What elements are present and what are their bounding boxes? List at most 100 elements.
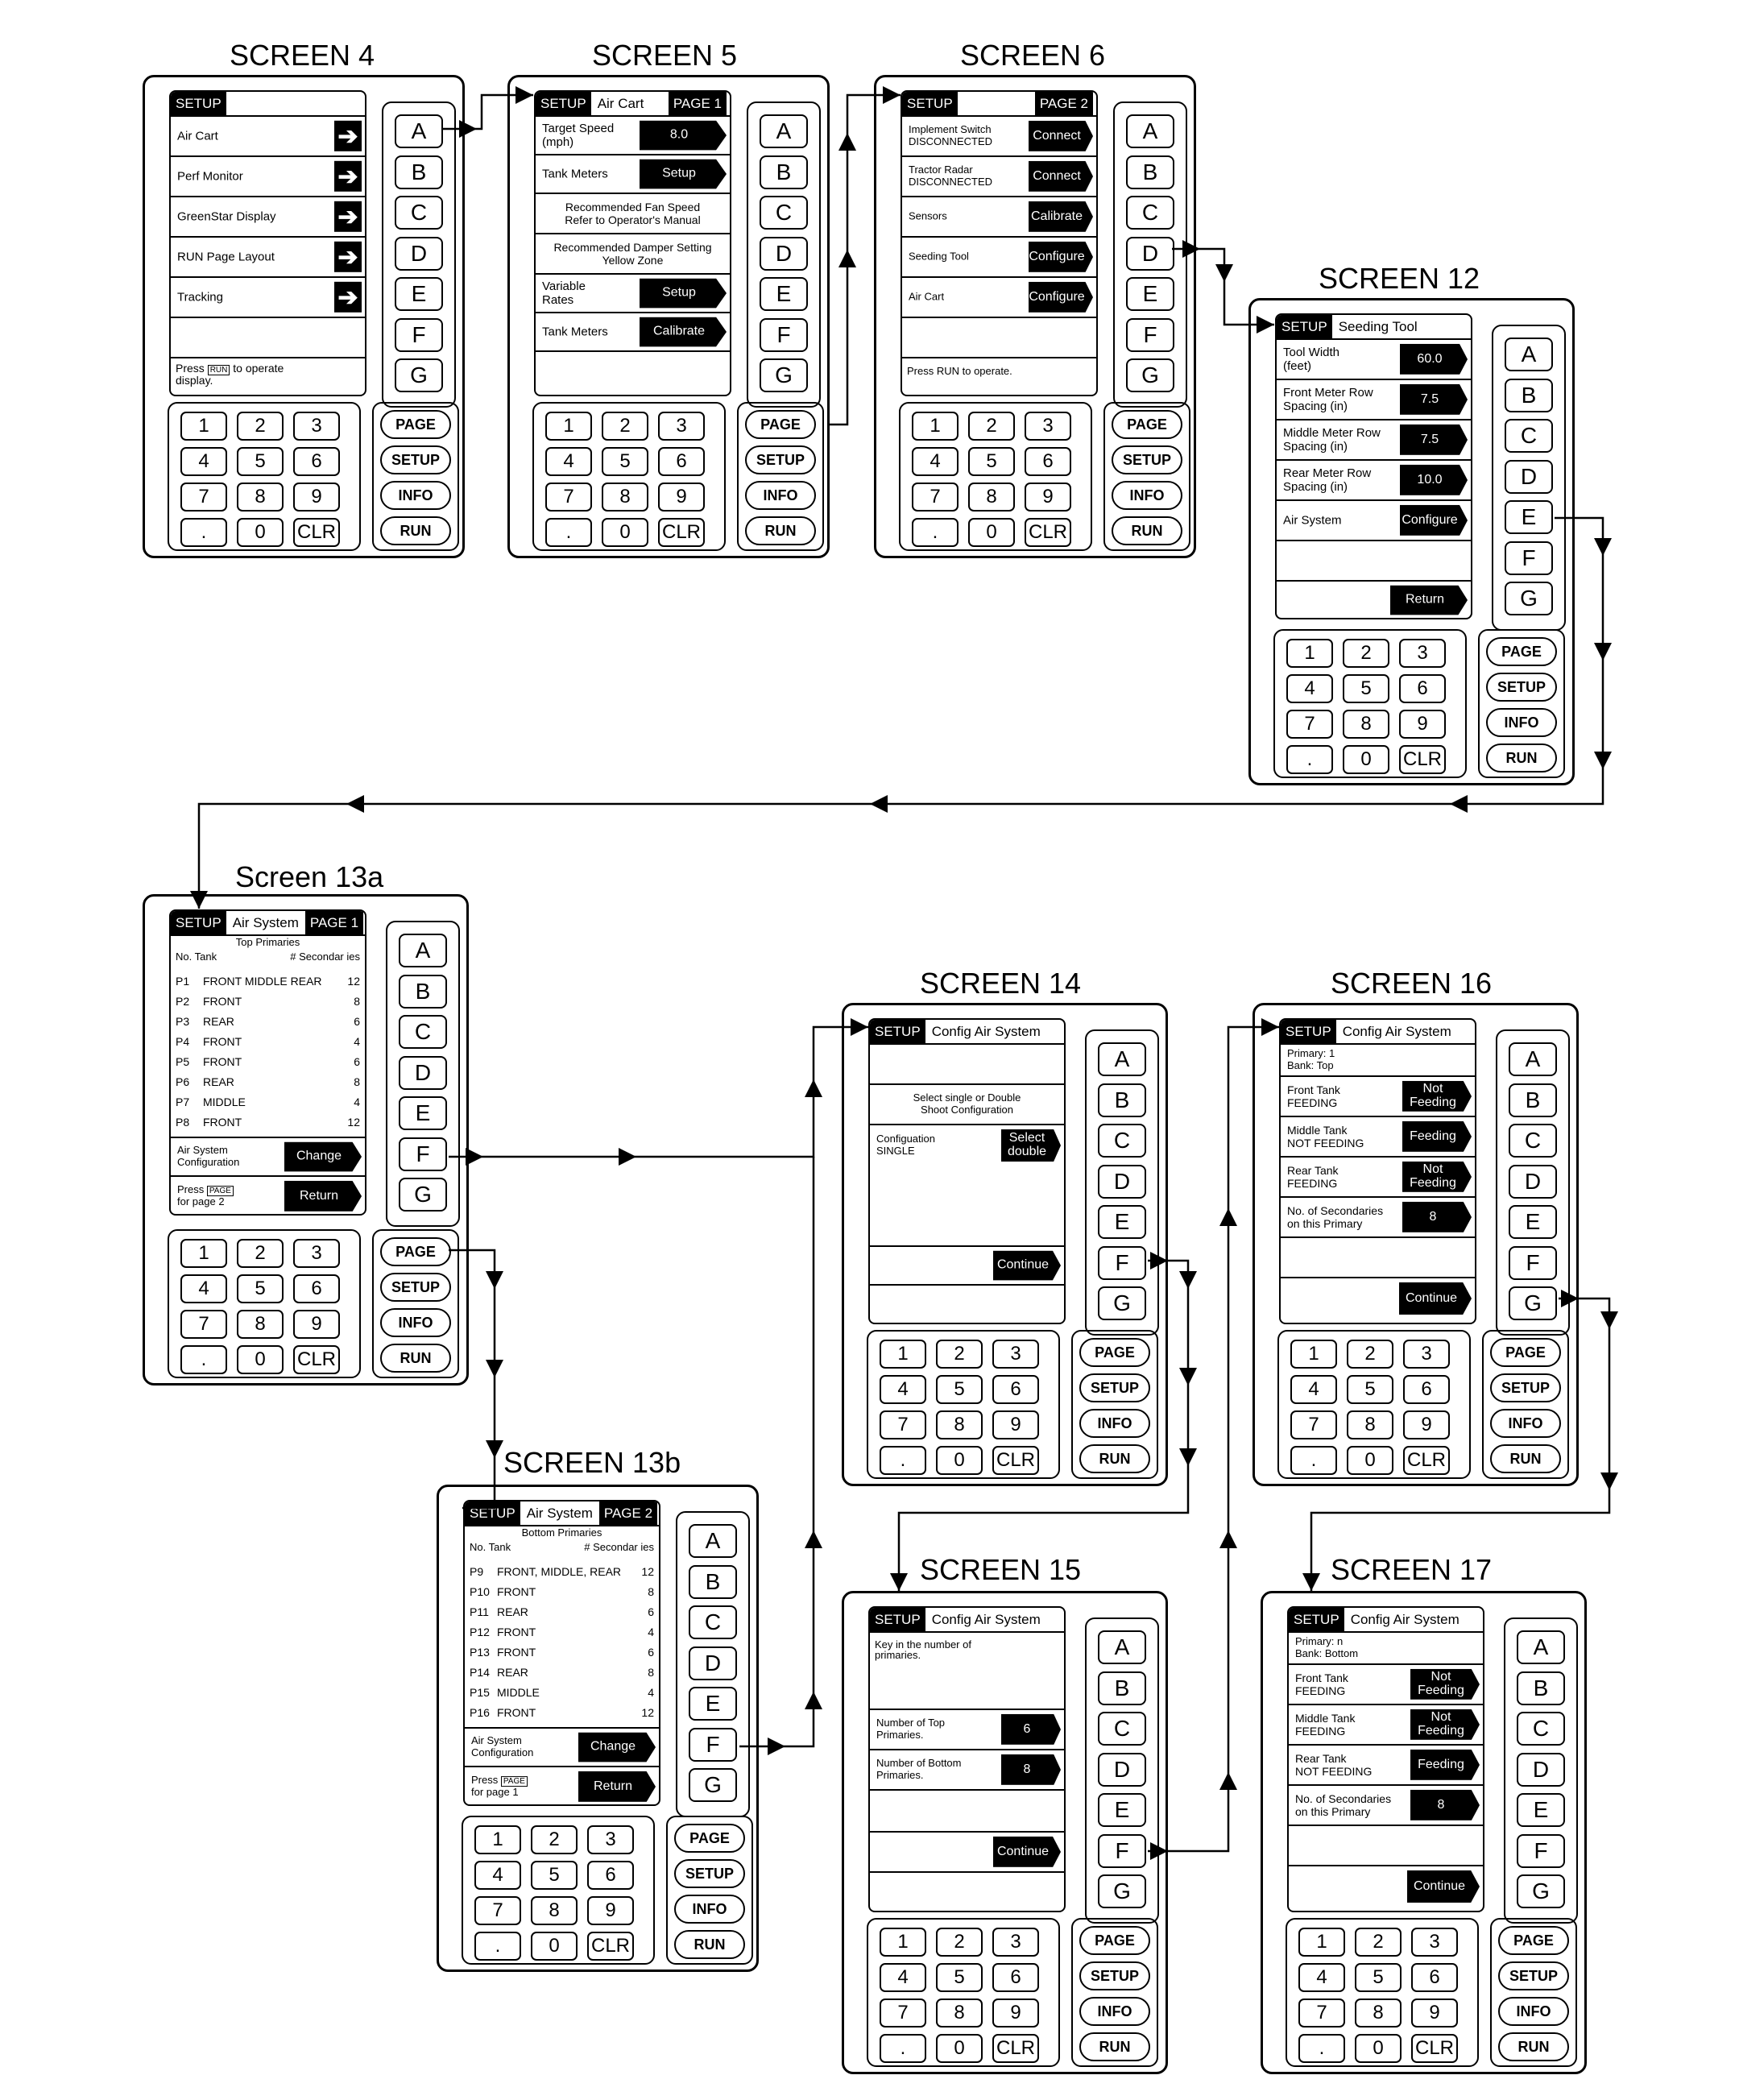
softkey-e[interactable]: E: [1126, 277, 1174, 311]
run-button[interactable]: RUN: [674, 1930, 745, 1959]
key-5[interactable]: 5: [531, 1861, 578, 1890]
softkey-c[interactable]: C: [1098, 1124, 1146, 1158]
run-button[interactable]: RUN: [1490, 1444, 1561, 1473]
key-dot[interactable]: .: [1298, 2034, 1345, 2063]
feed-toggle-button[interactable]: Not Feeding: [1402, 1080, 1472, 1112]
softkey-g[interactable]: G: [1126, 358, 1174, 392]
key-1[interactable]: 1: [180, 412, 227, 441]
info-button[interactable]: INFO: [380, 1308, 451, 1337]
softkey-b[interactable]: B: [1509, 1083, 1557, 1117]
key-8[interactable]: 8: [936, 1999, 983, 2028]
key-8[interactable]: 8: [531, 1896, 578, 1925]
softkey-f[interactable]: F: [395, 317, 443, 352]
key-0[interactable]: 0: [936, 1446, 983, 1475]
key-5[interactable]: 5: [1347, 1375, 1393, 1404]
softkey-c[interactable]: C: [689, 1605, 737, 1639]
softkey-g[interactable]: G: [1509, 1286, 1557, 1320]
key-5[interactable]: 5: [936, 1375, 983, 1404]
feed-toggle-button[interactable]: Not Feeding: [1410, 1668, 1480, 1700]
softkey-g[interactable]: G: [760, 358, 808, 392]
run-button[interactable]: RUN: [1079, 2032, 1150, 2061]
continue-button[interactable]: Continue: [1399, 1282, 1472, 1315]
softkey-b[interactable]: B: [689, 1564, 737, 1599]
softkey-f[interactable]: F: [1509, 1245, 1557, 1280]
key-3[interactable]: 3: [293, 412, 340, 441]
key-6[interactable]: 6: [587, 1861, 634, 1890]
key-6[interactable]: 6: [658, 447, 705, 476]
key-8[interactable]: 8: [237, 1310, 284, 1339]
value-button[interactable]: Setup: [640, 159, 727, 189]
key-5[interactable]: 5: [237, 1274, 284, 1303]
value-button[interactable]: Calibrate: [640, 317, 727, 347]
setup-button[interactable]: SETUP: [380, 445, 451, 474]
key-8[interactable]: 8: [1347, 1410, 1393, 1439]
key-dot[interactable]: .: [1286, 745, 1333, 774]
key-dot[interactable]: .: [880, 2034, 926, 2063]
softkey-d[interactable]: D: [1509, 1164, 1557, 1199]
key-7[interactable]: 7: [1286, 710, 1333, 739]
key-clr[interactable]: CLR: [1403, 1446, 1450, 1475]
key-2[interactable]: 2: [531, 1825, 578, 1854]
key-2[interactable]: 2: [936, 1340, 983, 1369]
return-button[interactable]: Return: [578, 1771, 656, 1803]
key-5[interactable]: 5: [1355, 1963, 1402, 1992]
key-5[interactable]: 5: [968, 447, 1015, 476]
softkey-d[interactable]: D: [1126, 236, 1174, 271]
softkey-g[interactable]: G: [1098, 1874, 1146, 1908]
value-button[interactable]: 8.0: [640, 120, 727, 151]
continue-button[interactable]: Continue: [1407, 1870, 1480, 1903]
count-input[interactable]: 8: [1001, 1754, 1061, 1786]
key-0[interactable]: 0: [237, 1345, 284, 1374]
key-3[interactable]: 3: [1025, 412, 1071, 441]
value-button[interactable]: 10.0: [1400, 464, 1468, 496]
key-clr[interactable]: CLR: [992, 1446, 1039, 1475]
arrow-right-icon[interactable]: ➔: [334, 120, 362, 152]
key-4[interactable]: 4: [1298, 1963, 1345, 1992]
softkey-e[interactable]: E: [689, 1687, 737, 1721]
softkey-e[interactable]: E: [1509, 1205, 1557, 1239]
info-button[interactable]: INFO: [380, 481, 451, 510]
key-1[interactable]: 1: [912, 412, 959, 441]
page-button[interactable]: PAGE: [1079, 1338, 1150, 1367]
key-0[interactable]: 0: [1355, 2034, 1402, 2063]
info-button[interactable]: INFO: [1112, 481, 1182, 510]
softkey-a[interactable]: A: [1509, 1042, 1557, 1076]
softkey-b[interactable]: B: [1098, 1083, 1146, 1117]
key-4[interactable]: 4: [880, 1963, 926, 1992]
key-4[interactable]: 4: [180, 1274, 227, 1303]
key-0[interactable]: 0: [936, 2034, 983, 2063]
softkey-d[interactable]: D: [1098, 1752, 1146, 1787]
key-5[interactable]: 5: [1343, 674, 1389, 703]
setup-button[interactable]: SETUP: [674, 1859, 745, 1888]
softkey-b[interactable]: B: [395, 155, 443, 189]
info-button[interactable]: INFO: [1498, 1997, 1569, 2026]
feed-toggle-button[interactable]: Not Feeding: [1410, 1709, 1480, 1741]
key-2[interactable]: 2: [1343, 639, 1389, 668]
continue-button[interactable]: Continue: [993, 1836, 1061, 1868]
softkey-b[interactable]: B: [1126, 155, 1174, 189]
key-0[interactable]: 0: [531, 1932, 578, 1961]
key-1[interactable]: 1: [1298, 1928, 1345, 1957]
menu-item-2[interactable]: Perf Monitor➔: [171, 157, 365, 197]
arrow-right-icon[interactable]: ➔: [334, 281, 362, 313]
key-6[interactable]: 6: [1399, 674, 1446, 703]
key-3[interactable]: 3: [293, 1239, 340, 1268]
page-button[interactable]: PAGE: [1498, 1926, 1569, 1955]
softkey-e[interactable]: E: [399, 1096, 447, 1130]
key-3[interactable]: 3: [992, 1928, 1039, 1957]
softkey-a[interactable]: A: [689, 1524, 737, 1558]
page-button[interactable]: PAGE: [1079, 1926, 1150, 1955]
arrow-right-icon[interactable]: ➔: [334, 160, 362, 193]
key-9[interactable]: 9: [992, 1999, 1039, 2028]
softkey-d[interactable]: D: [1517, 1752, 1565, 1787]
key-dot[interactable]: .: [545, 518, 592, 547]
setup-button[interactable]: SETUP: [1486, 673, 1557, 702]
key-4[interactable]: 4: [1286, 674, 1333, 703]
info-button[interactable]: INFO: [1079, 1409, 1150, 1438]
count-input[interactable]: 6: [1001, 1713, 1061, 1746]
key-7[interactable]: 7: [912, 483, 959, 512]
key-6[interactable]: 6: [1411, 1963, 1458, 1992]
softkey-c[interactable]: C: [1505, 419, 1553, 453]
feed-toggle-button[interactable]: Feeding: [1410, 1749, 1480, 1781]
feed-toggle-button[interactable]: 8: [1402, 1201, 1472, 1233]
